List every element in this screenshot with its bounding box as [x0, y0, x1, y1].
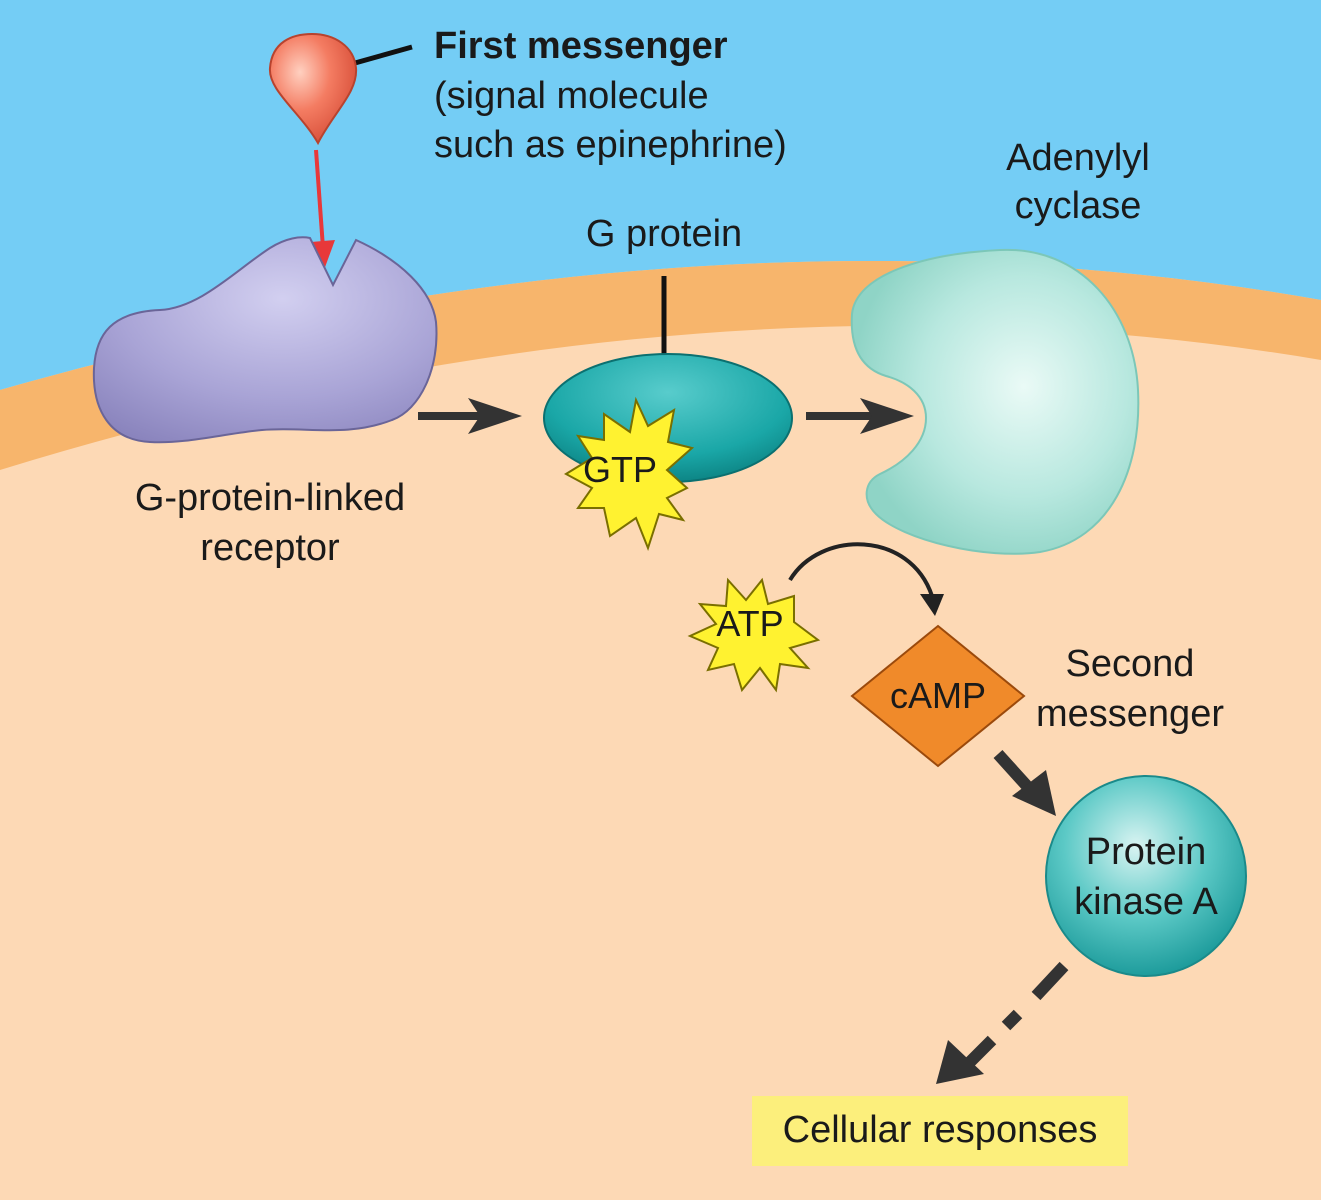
g-protein-linked-receptor [92, 236, 438, 444]
first-messenger-molecule [268, 32, 358, 146]
camp-label: cAMP [889, 675, 986, 716]
receptor-to-gprotein-arrow-head [468, 398, 522, 434]
atp-to-camp-arrow-head [920, 594, 944, 616]
adenylyl-cyclase-label-line2: cyclase [1014, 185, 1142, 227]
second-messenger-label-line1: Second [1065, 643, 1195, 685]
signal-binding-arrow-shaft [314, 149, 325, 249]
second-messenger-label-line2: messenger [1036, 693, 1224, 735]
protein-kinase-a [1045, 775, 1247, 977]
first-messenger-desc-line2: such as epinephrine) [434, 124, 787, 166]
adenylyl-cyclase-label-line1: Adenylyl [1006, 137, 1150, 179]
receptor-label-line2: receptor [200, 527, 340, 569]
camp-to-pka-arrow-head [1012, 770, 1056, 816]
adenylyl-cyclase [850, 248, 1140, 555]
cellular-responses-label: Cellular responses [782, 1109, 1098, 1151]
protein-kinase-a-label-line1: Protein [1085, 831, 1207, 873]
receptor-label-line1: G-protein-linked [134, 477, 406, 519]
cellular-responses-box [752, 1096, 1128, 1166]
first-messenger-leader-line [354, 44, 413, 66]
atp-starburst [687, 577, 821, 693]
camp-diamond [850, 624, 1026, 768]
pka-arrow-head [936, 1040, 984, 1084]
signal-binding-arrow-head [311, 240, 335, 270]
first-messenger-title: First messenger [434, 25, 728, 67]
first-messenger-desc-line1: (signal molecule [434, 75, 709, 117]
gtp-label: GTP [582, 449, 657, 490]
pka-arrow-segment-2 [1001, 1009, 1023, 1031]
pka-arrow-segment-1 [1031, 961, 1069, 1001]
gtp-starburst [563, 396, 695, 551]
g-protein-label: G protein [585, 213, 743, 255]
protein-kinase-a-label-line2: kinase A [1074, 881, 1218, 923]
gprotein-to-cyclase-arrow-head [860, 398, 914, 434]
atp-label: ATP [716, 603, 784, 644]
atp-to-camp-arrow [788, 542, 934, 597]
